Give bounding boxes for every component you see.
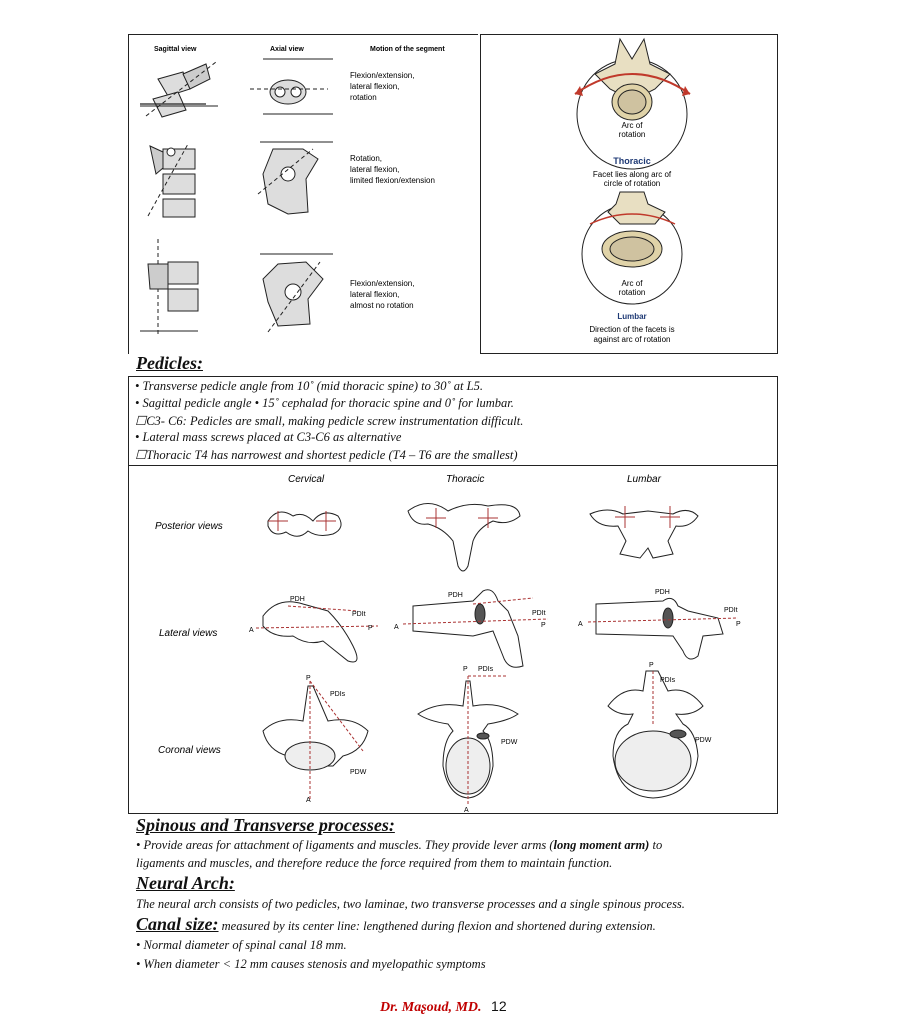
lumbar-caption-1: Direction of the facets is bbox=[589, 325, 674, 334]
arc-figure-frame bbox=[480, 34, 778, 354]
posterior-lumbar-drawing bbox=[589, 506, 699, 559]
lumbar-p-top: P bbox=[649, 662, 654, 669]
pedicle-bullet-4: • Lateral mass screws placed at C3-C6 as… bbox=[135, 430, 402, 444]
thoracic-pdit: PDIt bbox=[532, 610, 546, 617]
arc-figure: Arc of rotation Thoracic Facet lies alon… bbox=[574, 37, 691, 344]
pedicles-box: • Transverse pedicle angle from 10˚ (mid… bbox=[128, 376, 778, 466]
pedicle-figure-frame bbox=[128, 466, 778, 814]
cervical-pdw: PDW bbox=[350, 769, 367, 776]
axial-thoracic-drawing bbox=[257, 141, 333, 215]
arc-label-2a: Arc of bbox=[622, 279, 644, 288]
spinous-heading: Spinous and Transverse processes: bbox=[136, 815, 395, 835]
svg-text:Flexion/extension,: Flexion/extension, bbox=[350, 279, 414, 288]
lumbar-pdh: PDH bbox=[655, 589, 670, 596]
svg-text:lateral flexion,: lateral flexion, bbox=[350, 165, 399, 174]
sagittal-thoracic-drawing bbox=[147, 143, 196, 218]
motion-table-frame bbox=[128, 34, 478, 354]
lumbar-a: A bbox=[578, 621, 583, 628]
sagittal-cervical-drawing bbox=[140, 61, 218, 118]
svg-text:Flexion/extension,: Flexion/extension, bbox=[350, 71, 414, 80]
cervical-a-bottom: A bbox=[306, 797, 311, 804]
arc-label-1b: rotation bbox=[619, 130, 646, 139]
footer-author: Dr. Maʂoud, MD. bbox=[380, 1000, 482, 1015]
cervical-pdis: PDIs bbox=[330, 691, 346, 698]
thoracic-pdh: PDH bbox=[448, 592, 463, 599]
pedicle-bullet-2: • Sagittal pedicle angle • 15˚ cephalad … bbox=[135, 396, 514, 410]
lateral-thoracic-drawing bbox=[402, 589, 549, 668]
col-lumbar: Lumbar bbox=[627, 474, 662, 485]
svg-text:lateral flexion,: lateral flexion, bbox=[350, 82, 399, 91]
spinous-line-2: ligaments and muscles, and therefore red… bbox=[136, 856, 613, 870]
lumbar-p: P bbox=[736, 621, 741, 628]
svg-text:Rotation,: Rotation, bbox=[350, 154, 382, 163]
col-sagittal-header: Sagittal view bbox=[154, 46, 197, 53]
thoracic-pdw: PDW bbox=[501, 739, 518, 746]
pedicle-figure: Cervical Thoracic Lumbar Posterior views… bbox=[155, 474, 741, 814]
col-cervical: Cervical bbox=[288, 474, 325, 485]
svg-text:almost no rotation: almost no rotation bbox=[350, 301, 414, 310]
neural-arch-heading: Neural Arch: bbox=[136, 873, 235, 893]
arc-label-2b: rotation bbox=[619, 288, 646, 297]
footer-page: 12 bbox=[491, 998, 507, 1014]
lumbar-pdis: PDIs bbox=[660, 677, 676, 684]
pedicles-heading: Pedicles: bbox=[136, 353, 203, 373]
footer: Dr. Maʂoud, MD. 12 bbox=[380, 998, 507, 1016]
canal-bullet-2: • When diameter < 12 mm causes stenosis … bbox=[136, 957, 486, 971]
coronal-thoracic-drawing bbox=[417, 675, 519, 806]
neural-arch-text: The neural arch consists of two pedicles… bbox=[136, 897, 685, 911]
cervical-p: P bbox=[368, 625, 373, 632]
axial-lumbar-drawing bbox=[260, 253, 333, 333]
cervical-a: A bbox=[249, 627, 254, 634]
motion-row-2-text: Rotation, lateral flexion, limited flexi… bbox=[350, 154, 435, 185]
thoracic-caption-1: Facet lies along arc of bbox=[593, 170, 672, 179]
pedicle-bullet-1: • Transverse pedicle angle from 10˚ (mid… bbox=[135, 379, 483, 393]
thoracic-axial-drawing bbox=[574, 37, 691, 170]
canal-bullet-1: • Normal diameter of spinal canal 18 mm. bbox=[136, 938, 347, 952]
col-motion-header: Motion of the segment bbox=[370, 46, 445, 53]
thoracic-p: P bbox=[541, 622, 546, 629]
axial-cervical-drawing bbox=[250, 58, 333, 115]
thoracic-caption-2: circle of rotation bbox=[604, 179, 660, 188]
thoracic-p-top: P bbox=[463, 666, 468, 673]
pedicle-bullet-5: ☐Thoracic T4 has narrowest and shortest … bbox=[135, 448, 518, 462]
motion-table-figure: Sagittal view Axial view Motion of the s… bbox=[140, 46, 445, 334]
motion-row-3-text: Flexion/extension, lateral flexion, almo… bbox=[350, 279, 414, 310]
thoracic-a-bottom: A bbox=[464, 807, 469, 814]
motion-row-1-text: Flexion/extension, lateral flexion, rota… bbox=[350, 71, 414, 102]
cervical-pdit: PDIt bbox=[352, 611, 366, 618]
lumbar-axial-drawing bbox=[581, 191, 683, 305]
posterior-cervical-drawing bbox=[267, 511, 342, 537]
col-thoracic: Thoracic bbox=[446, 474, 484, 485]
thoracic-pdis: PDIs bbox=[478, 666, 494, 673]
svg-text:lateral flexion,: lateral flexion, bbox=[350, 290, 399, 299]
sagittal-lumbar-drawing bbox=[140, 239, 199, 334]
col-axial-header: Axial view bbox=[270, 46, 304, 53]
thoracic-a: A bbox=[394, 624, 399, 631]
lumbar-title: Lumbar bbox=[617, 312, 646, 321]
row-coronal: Coronal views bbox=[158, 745, 221, 756]
row-posterior: Posterior views bbox=[155, 521, 223, 532]
spinous-line-1: • Provide areas for attachment of ligame… bbox=[136, 838, 663, 852]
thoracic-title: Thoracic bbox=[613, 156, 651, 166]
row-lateral: Lateral views bbox=[159, 628, 217, 639]
pedicle-bullet-3: ☐C3- C6: Pedicles are small, making pedi… bbox=[135, 414, 524, 428]
canal-size-line: Canal size: measured by its center line:… bbox=[136, 914, 656, 934]
svg-text:rotation: rotation bbox=[350, 93, 377, 102]
coronal-lumbar-drawing bbox=[607, 670, 704, 799]
canal-heading: Canal size: bbox=[136, 914, 219, 934]
posterior-thoracic-drawing bbox=[407, 503, 521, 572]
lumbar-pdit: PDIt bbox=[724, 607, 738, 614]
lumbar-caption-2: against arc of rotation bbox=[594, 335, 671, 344]
lateral-lumbar-drawing bbox=[587, 597, 739, 660]
lateral-cervical-drawing bbox=[255, 601, 379, 663]
lumbar-pdw: PDW bbox=[695, 737, 712, 744]
arc-label-1a: Arc of bbox=[622, 121, 644, 130]
coronal-cervical-drawing bbox=[262, 680, 369, 801]
cervical-pdh: PDH bbox=[290, 596, 305, 603]
svg-text:limited flexion/extension: limited flexion/extension bbox=[350, 176, 435, 185]
cervical-p-top: P bbox=[306, 675, 311, 682]
